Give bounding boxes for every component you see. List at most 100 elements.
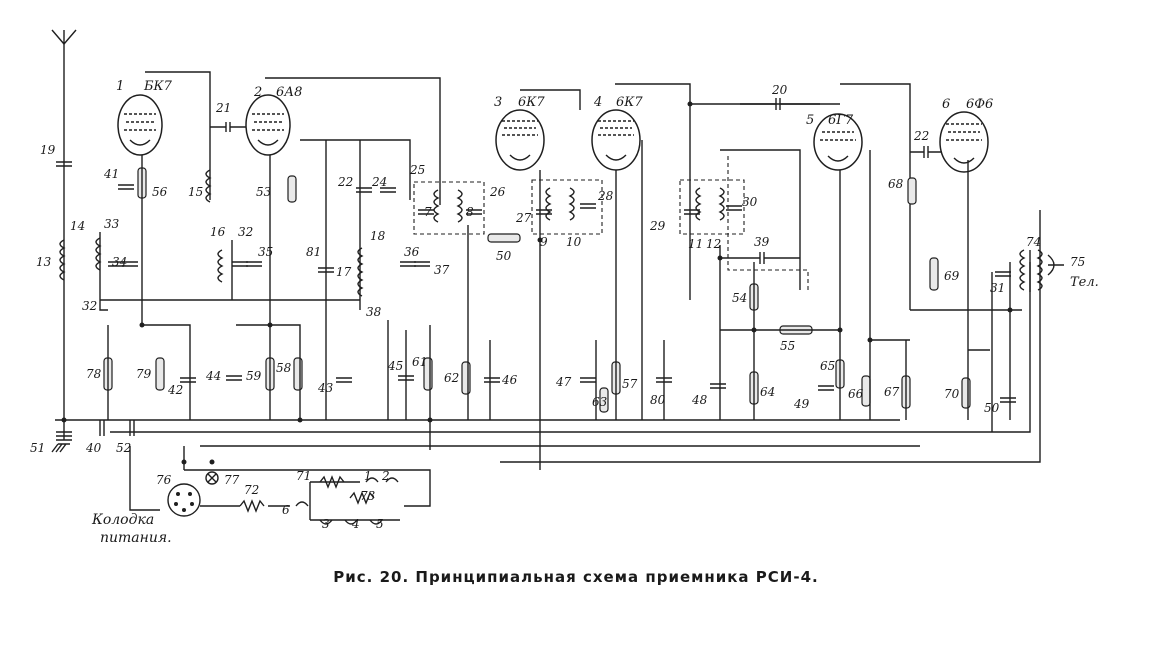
tube-2-num: 2 [253,85,262,100]
capacitor-33 [108,261,124,267]
label-44: 44 [205,369,221,383]
tube-4 [591,109,641,171]
label-2: 2 [381,469,390,483]
resistor-69 [929,257,939,291]
label-17: 17 [336,265,352,279]
label-80: 80 [650,393,666,407]
capacitor-20 [740,98,820,110]
label-19: 19 [40,143,56,157]
label-1: 1 [364,469,372,483]
label-33: 33 [104,217,120,231]
label-7: 7 [424,205,432,219]
label-22: 22 [337,175,353,189]
label-54a: 54 [732,291,747,305]
capacitor-46 [484,377,500,383]
label-72: 72 [244,483,259,497]
resistor-79 [155,357,165,391]
wire-detector [719,149,801,420]
capacitor-22 [910,146,942,158]
wire-tube2-grid [300,139,411,200]
capacitor-47 [580,377,596,383]
label-48: 48 [691,393,708,407]
label-6: 6 [282,503,290,517]
ground-rail-lower [110,262,1031,433]
label-9: 9 [540,235,548,249]
label-59: 59 [246,369,262,383]
wire-osc [387,320,431,450]
label-40: 40 [85,441,102,455]
hv-rail [500,210,1041,463]
label-11: 11 [688,237,703,251]
tube-6-type: 6Ф6 [966,97,993,112]
label-36: 36 [404,245,420,259]
label-79: 79 [136,367,152,381]
label-41: 41 [103,167,119,181]
label-18: 18 [370,229,386,243]
label-15: 15 [188,185,203,199]
resistor-70 [961,377,971,409]
label-51: 51 [30,441,45,455]
capacitor-42 [180,377,196,383]
capacitor-35 [246,261,262,267]
wire-tube1-cathode [107,155,191,420]
tube-4-type: 6К7 [616,95,643,110]
ground-symbol-left [51,420,72,453]
capacitor-51 [56,431,72,437]
capacitor-40 [99,420,105,436]
label-32: 32 [82,299,97,313]
tube-1-num: 1 [116,79,124,94]
tube-3-num: 3 [494,95,502,110]
label-77: 77 [224,473,240,487]
wire-tube6 [910,160,1022,432]
output-transformer [1019,249,1043,292]
component-labels: 19 13 14 33 34 32 41 56 15 21 53 16 32 3… [30,83,1085,531]
resistor-62 [461,361,471,395]
if-transformer-1 [413,181,485,235]
tube-2-type: 6А8 [276,85,302,100]
connector-label-line1: Колодка [92,512,155,528]
label-21: 21 [215,101,231,115]
label-55: 55 [780,339,795,353]
label-45: 45 [387,359,403,373]
wire-power-harness [129,446,431,511]
capacitor-41 [118,184,134,190]
capacitor-30 [726,205,742,211]
resistor-50 [487,233,521,243]
capacitor-37 [414,261,430,267]
label-62: 62 [444,371,459,385]
label-26: 26 [489,185,506,199]
label-66: 66 [848,387,864,401]
capacitor-48 [710,383,726,389]
heater-filaments [295,475,400,525]
label-46: 46 [501,373,518,387]
wire-avc [720,170,841,420]
resistor-63 [599,387,609,413]
connector-label-line2: питания. [100,530,172,546]
capacitor-52 [129,420,135,436]
capacitor-31 [995,271,1011,277]
antenna-symbol [51,29,77,46]
capacitor-21 [210,122,246,132]
capacitor-8 [466,209,482,215]
label-16: 16 [210,225,226,239]
label-52: 52 [116,441,131,455]
wire-detector-shield [727,156,809,290]
resistor-53 [287,175,297,203]
label-31: 31 [990,281,1005,295]
resistor-68 [907,177,917,205]
label-69: 69 [944,269,960,283]
capacitor-32a [232,261,248,267]
label-65: 65 [820,359,835,373]
tube-1 [117,94,163,156]
tube-3 [495,109,545,171]
label-3: 3 [322,517,330,531]
label-37: 37 [434,263,450,277]
if-transformer-2 [531,179,603,235]
label-27: 27 [515,211,532,225]
label-47: 47 [555,375,572,389]
label-30: 30 [742,195,758,209]
label-42: 42 [167,383,183,397]
label-4: 4 [351,517,360,531]
label-28: 28 [597,189,614,203]
